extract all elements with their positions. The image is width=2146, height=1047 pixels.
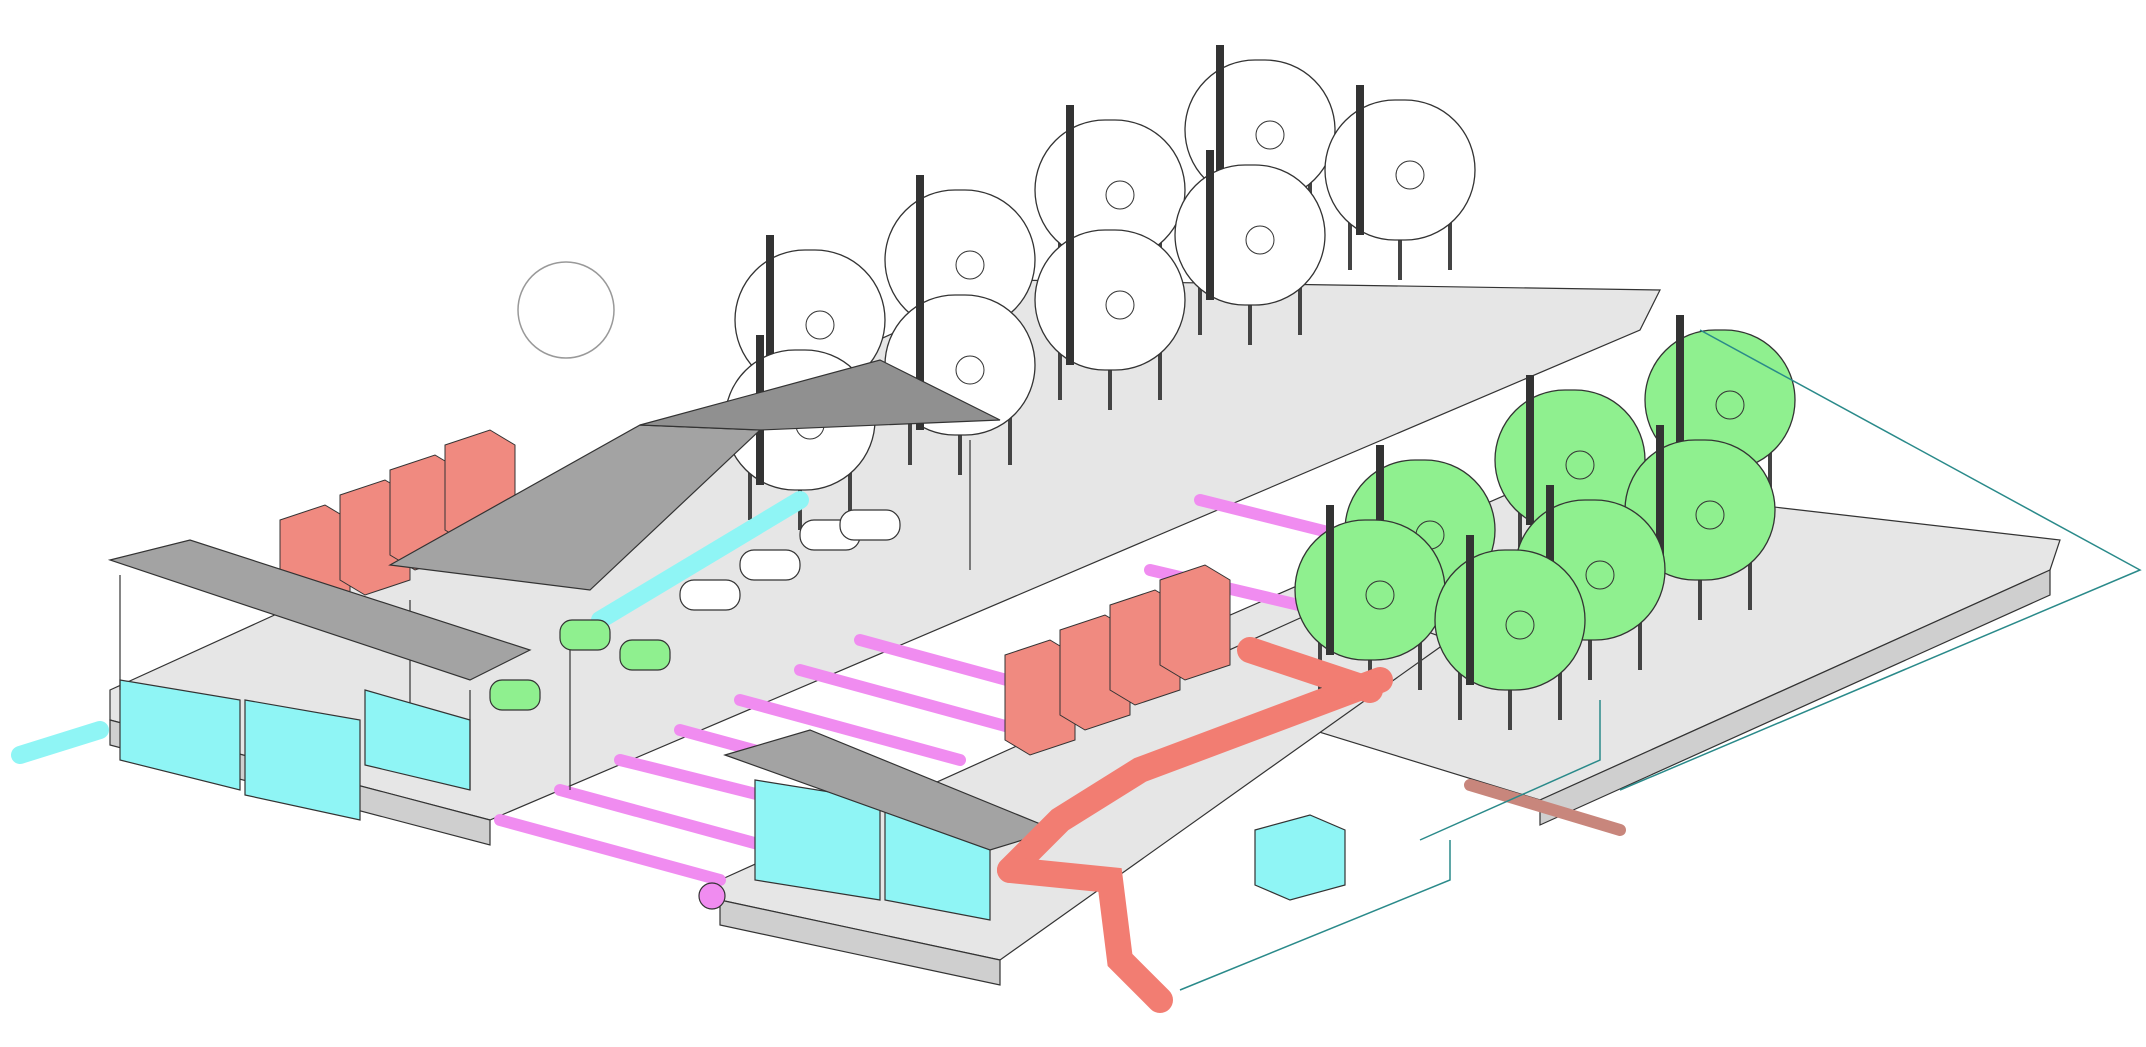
teal-conduits xyxy=(1179,329,2142,991)
main-canopy xyxy=(388,359,1001,790)
magenta-pipes xyxy=(494,494,1446,886)
green-filter-tanks xyxy=(1294,315,1796,730)
brown-pipe xyxy=(1464,779,1626,836)
pump-row xyxy=(489,509,901,711)
red-cabinet xyxy=(1159,564,1231,681)
cyan-pipe-run xyxy=(11,491,809,764)
magenta-pipe-end xyxy=(698,882,726,910)
green-tank xyxy=(1434,535,1586,730)
lower-canopy xyxy=(723,729,1057,921)
red-cabinet xyxy=(1004,639,1076,756)
red-cabinets-right xyxy=(1004,564,1231,756)
cyan-utility-box xyxy=(1254,814,1346,901)
left-canopy xyxy=(107,539,532,821)
circle-marker xyxy=(517,261,615,359)
white-tank xyxy=(1324,85,1476,280)
green-tank xyxy=(1494,375,1646,570)
white-tank xyxy=(1174,150,1326,345)
red-main-pipe xyxy=(997,637,1393,1013)
white-tank xyxy=(1034,215,1186,410)
